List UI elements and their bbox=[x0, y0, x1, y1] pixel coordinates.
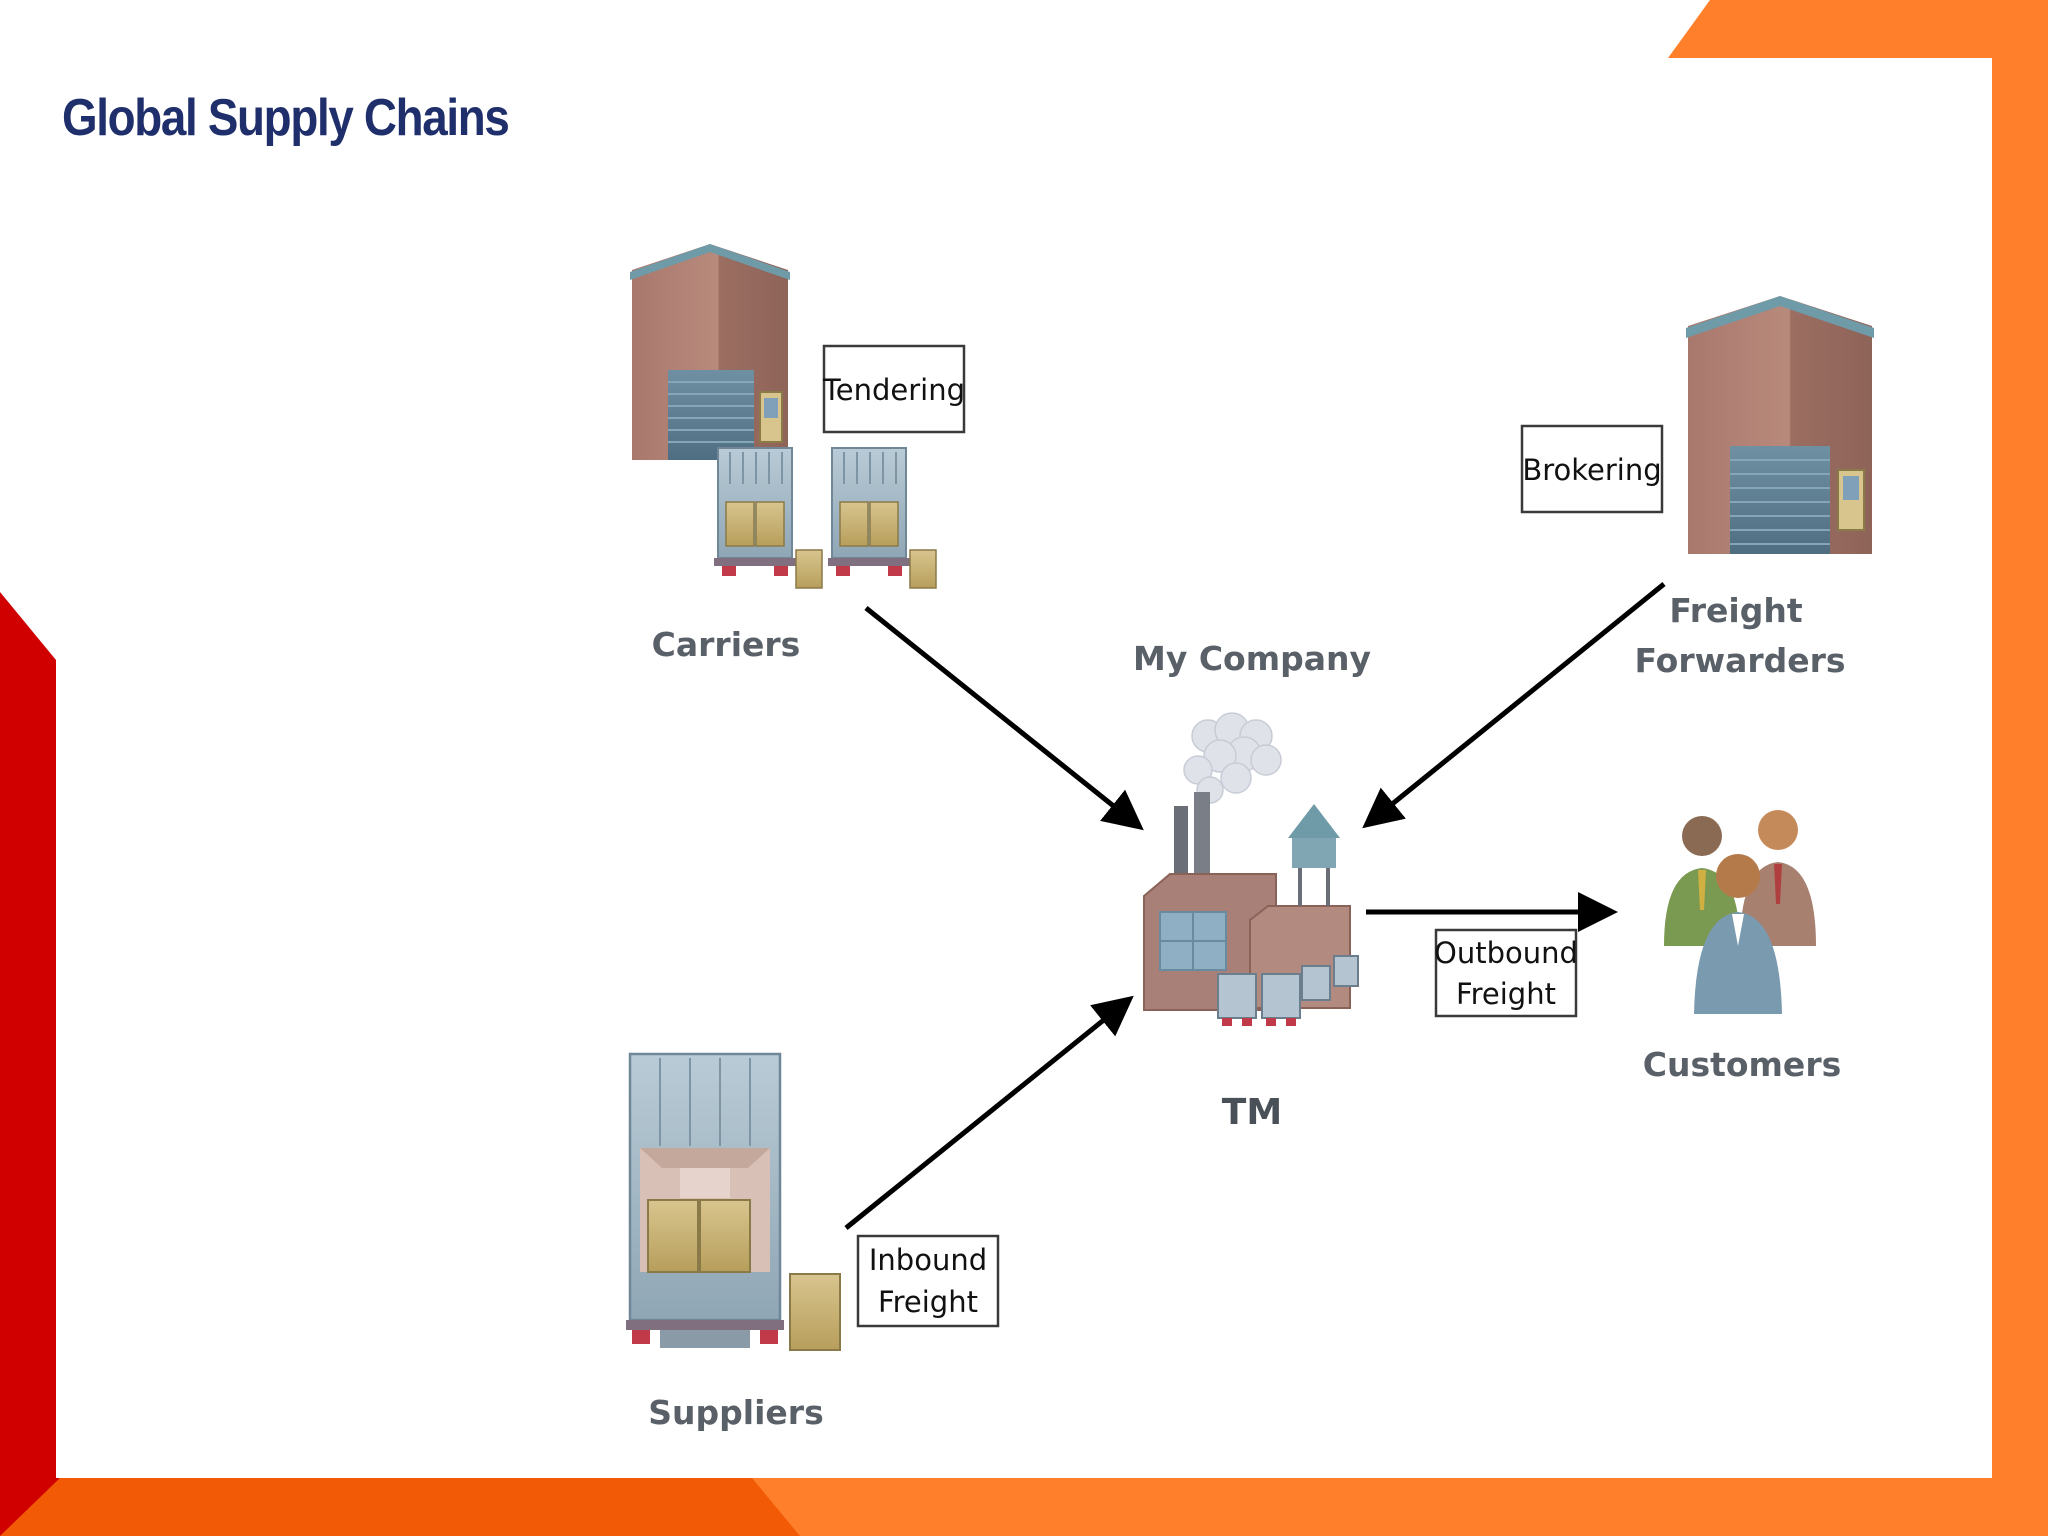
arrow-carriers-to-company bbox=[864, 606, 1144, 831]
outbound-line1: Outbound bbox=[1434, 936, 1578, 970]
brokering-label: Brokering bbox=[1522, 453, 1661, 487]
inbound-freight-box: Inbound Freight bbox=[856, 1234, 1000, 1328]
outbound-line2: Freight bbox=[1456, 977, 1556, 1011]
top-right-orange-band bbox=[1668, 0, 2048, 58]
slide-panel bbox=[56, 58, 1992, 1478]
tendering-box: Tendering bbox=[822, 344, 966, 434]
inbound-line1: Inbound bbox=[869, 1243, 987, 1277]
brokering-box: Brokering bbox=[1520, 424, 1664, 514]
freight-forwarders-icon bbox=[1686, 296, 1874, 554]
suppliers-label: Suppliers bbox=[648, 1393, 823, 1432]
slide-title: Global Supply Chains bbox=[62, 89, 510, 147]
tm-label: TM bbox=[1222, 1092, 1282, 1133]
factory-icon bbox=[1143, 712, 1359, 1026]
tendering-label: Tendering bbox=[822, 373, 965, 407]
people-group-icon bbox=[1664, 810, 1816, 1014]
inbound-line2: Freight bbox=[878, 1285, 978, 1319]
carriers-icon bbox=[630, 244, 937, 589]
bottom-left-orange-dark-band bbox=[0, 1478, 800, 1536]
left-red-band bbox=[0, 592, 56, 1480]
carriers-label: Carriers bbox=[652, 625, 801, 664]
truck-trailer-icon bbox=[626, 1052, 841, 1351]
freight-forwarders-label-line1: Freight bbox=[1669, 591, 1803, 630]
arrow-forwarders-to-company bbox=[1362, 582, 1666, 829]
freight-forwarders-label-line2: Forwarders bbox=[1634, 641, 1845, 680]
customers-label: Customers bbox=[1643, 1045, 1841, 1084]
outbound-freight-box: Outbound Freight bbox=[1434, 928, 1578, 1018]
arrow-suppliers-to-company bbox=[844, 995, 1134, 1230]
bottom-left-red-corner bbox=[0, 1478, 60, 1536]
right-orange-band bbox=[1992, 0, 2048, 1536]
my-company-label: My Company bbox=[1133, 639, 1371, 678]
